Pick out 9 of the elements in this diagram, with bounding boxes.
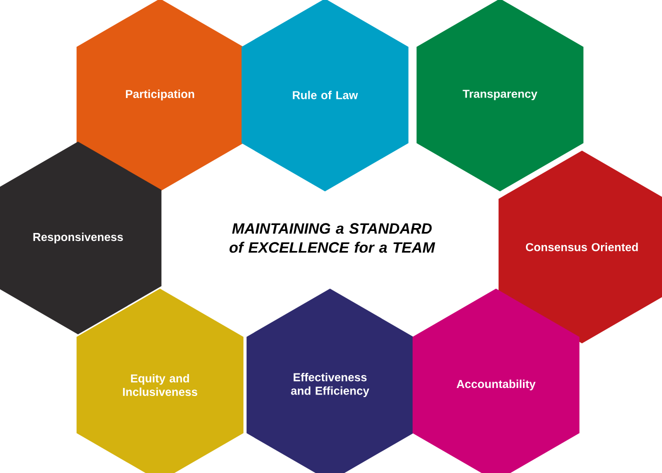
hexagon: Consensus Oriented xyxy=(498,150,662,344)
hexagon: Accountability xyxy=(412,288,580,473)
hexagon: Effectiveness and Efficiency xyxy=(246,288,414,473)
hexagon: Transparency xyxy=(416,0,584,192)
title: MAINTAINING a STANDARD of EXCELLENCE for a TEAM xyxy=(230,223,436,253)
hexagon: Equity and Inclusiveness xyxy=(76,288,244,473)
hexagon: Responsiveness xyxy=(0,142,162,334)
hexagon: Participation xyxy=(76,0,244,192)
hexagon: Rule of Law xyxy=(242,0,408,192)
